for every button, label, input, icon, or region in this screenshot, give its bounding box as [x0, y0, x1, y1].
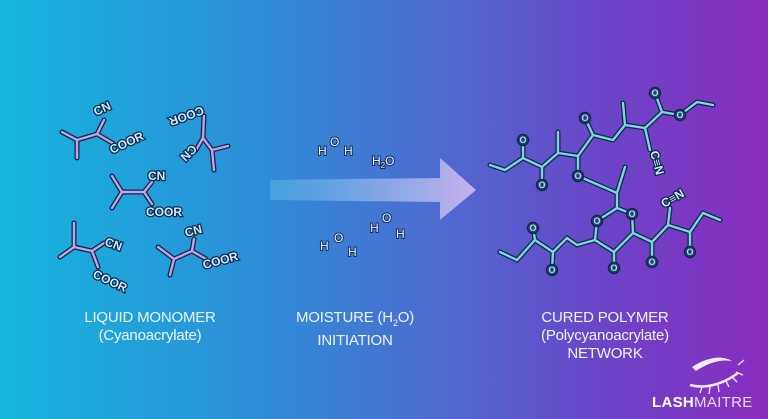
- nitrile-label: C≡N: [659, 186, 687, 210]
- cn-label: CN: [91, 99, 113, 119]
- water-molecule: H O H: [319, 230, 358, 260]
- oxygen-label: O: [651, 88, 658, 98]
- coor-label: COOR: [201, 249, 240, 272]
- oxygen-label: O: [519, 135, 526, 145]
- water-molecule: H O H: [369, 210, 406, 242]
- oxygen-label: O: [574, 171, 581, 181]
- cn-label: CN: [103, 235, 124, 254]
- monomer-molecule: CN COOR: [109, 168, 184, 220]
- coor-label: COOR: [91, 267, 130, 295]
- oxygen-atom: [590, 214, 604, 228]
- monomer-molecule: CN COOR: [57, 220, 131, 296]
- svg-text:H: H: [370, 221, 379, 235]
- svg-text:H2O: H2O: [372, 154, 394, 170]
- svg-text:H: H: [318, 144, 327, 158]
- coor-label: COOR: [146, 205, 182, 219]
- oxygen-label: O: [628, 209, 635, 219]
- cn-label: CN: [148, 169, 165, 183]
- caption-monomer: LIQUID MONOMER (Cyanoacrylate): [84, 309, 216, 344]
- eyelash-icon: [689, 357, 745, 395]
- oxygen-label: O: [686, 247, 693, 257]
- water-formula: H2O: [371, 153, 395, 171]
- monomer-molecule: COOR CN: [166, 102, 231, 173]
- monomer-molecule: CN COOR: [59, 97, 147, 161]
- oxygen-label: O: [548, 265, 555, 275]
- cn-label: CN: [183, 222, 203, 240]
- oxygen-atom: [607, 261, 621, 275]
- oxygen-atom: [673, 108, 687, 122]
- oxygen-atom: [648, 86, 662, 100]
- oxygen-atom: [545, 263, 559, 277]
- svg-text:H: H: [344, 144, 353, 158]
- oxygen-atom: [571, 169, 585, 183]
- nitrile-label: C≡N: [647, 149, 667, 176]
- monomer-molecule: CN COOR: [155, 221, 241, 278]
- oxygen-atom: [625, 207, 639, 221]
- caption-polymer: CURED POLYMER (Polycyanoacrylate) NETWOR…: [541, 309, 669, 362]
- reaction-arrow: [270, 158, 476, 220]
- coor-label: COOR: [107, 129, 146, 157]
- oxygen-label: O: [593, 216, 600, 226]
- oxygen-label: O: [676, 110, 683, 120]
- svg-text:O: O: [334, 231, 343, 245]
- oxygen-atom: [683, 245, 697, 259]
- oxygen-label: O: [529, 223, 536, 233]
- lashmaitre-logo: LASHMAITRE: [652, 355, 762, 415]
- svg-text:H: H: [348, 245, 357, 259]
- polymer-network: O O O O O O O O O O O O O C≡N C≡N: [487, 86, 723, 277]
- water-molecule: H O H: [317, 134, 354, 159]
- oxygen-atom: [516, 133, 530, 147]
- svg-text:O: O: [330, 135, 339, 149]
- oxygen-atom: [526, 221, 540, 235]
- oxygen-label: O: [610, 263, 617, 273]
- caption-moisture: MOISTURE (H2O) INITIATION: [295, 309, 415, 349]
- svg-text:H: H: [396, 227, 405, 241]
- oxygen-label: O: [538, 180, 545, 190]
- svg-text:H: H: [320, 239, 329, 253]
- oxygen-atom: [578, 111, 592, 125]
- svg-text:O: O: [382, 211, 391, 225]
- oxygen-label: O: [648, 257, 655, 267]
- oxygen-atom: [645, 255, 659, 269]
- coor-label: COOR: [167, 103, 206, 129]
- oxygen-label: O: [581, 113, 588, 123]
- oxygen-atom: [535, 178, 549, 192]
